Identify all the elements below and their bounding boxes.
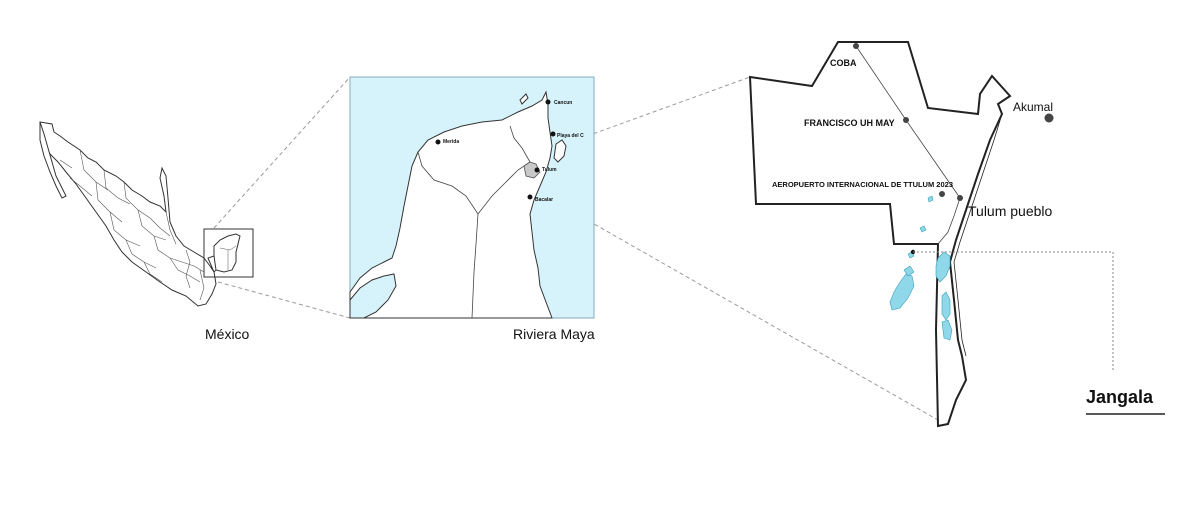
yucatan-peninsula [349, 90, 553, 319]
tulum-pueblo-marker [957, 195, 963, 201]
akumal-label: Akumal [1013, 100, 1053, 114]
mexico-map: México [39, 121, 254, 342]
municipality-outline [748, 41, 1012, 428]
guide-line-riviera-bottom [551, 199, 939, 421]
guide-line-mexico-top [213, 76, 351, 229]
cancun-label: Cancun [554, 100, 572, 106]
detail-markers [853, 43, 1054, 255]
coba-marker [853, 43, 859, 49]
cozumel-island [553, 139, 567, 163]
aeropuerto-marker [939, 191, 945, 197]
tulum-detail-map: COBA FRANCISCO UH MAY AEROPUERTO INTERNA… [748, 41, 1165, 428]
tulum-region-highlight [523, 161, 541, 179]
mexico-state-borders [59, 149, 205, 301]
jangala-leader-line [913, 251, 1114, 372]
yucatan-peninsula-small [213, 233, 241, 273]
coastline-inner [953, 113, 1003, 357]
francisco-label: FRANCISCO UH MAY [804, 118, 895, 128]
playa-label: Playa del C [557, 133, 584, 139]
francisco-marker [903, 117, 909, 123]
tulum-marker [534, 167, 540, 173]
merida-marker [435, 139, 441, 145]
highway-road [855, 45, 961, 245]
riviera-city-markers [435, 99, 556, 200]
isla-mujeres [519, 93, 529, 105]
aeropuerto-label: AEROPUERTO INTERNACIONAL DE TTULUM 2023 [772, 180, 953, 189]
bacalar-label: Bacalar [535, 197, 553, 203]
tulum-label: Tulum [542, 167, 557, 173]
riviera-state-borders [417, 125, 531, 319]
merida-label: Merida [443, 139, 459, 145]
zoom-guide-lines [213, 76, 939, 421]
cancun-marker [545, 99, 551, 105]
guide-line-mexico-bottom [217, 281, 351, 319]
riviera-inset-box [203, 228, 254, 278]
playa-marker [550, 131, 556, 137]
tulum-pueblo-label: Tulum pueblo [968, 203, 1053, 219]
mexico-label: México [205, 326, 250, 342]
mexico-outline [39, 121, 237, 307]
akumal-marker [1044, 113, 1054, 123]
lagoons [889, 195, 953, 341]
baja-california [39, 121, 67, 199]
bacalar-marker [527, 194, 533, 200]
riviera-maya-map: Cancun Playa del C Merida Tulum Bacalar … [349, 76, 595, 342]
riviera-label: Riviera Maya [513, 326, 595, 342]
bay-campeche-notch [349, 273, 397, 319]
coba-label: COBA [830, 58, 857, 68]
jangala-label: Jangala [1086, 387, 1154, 407]
